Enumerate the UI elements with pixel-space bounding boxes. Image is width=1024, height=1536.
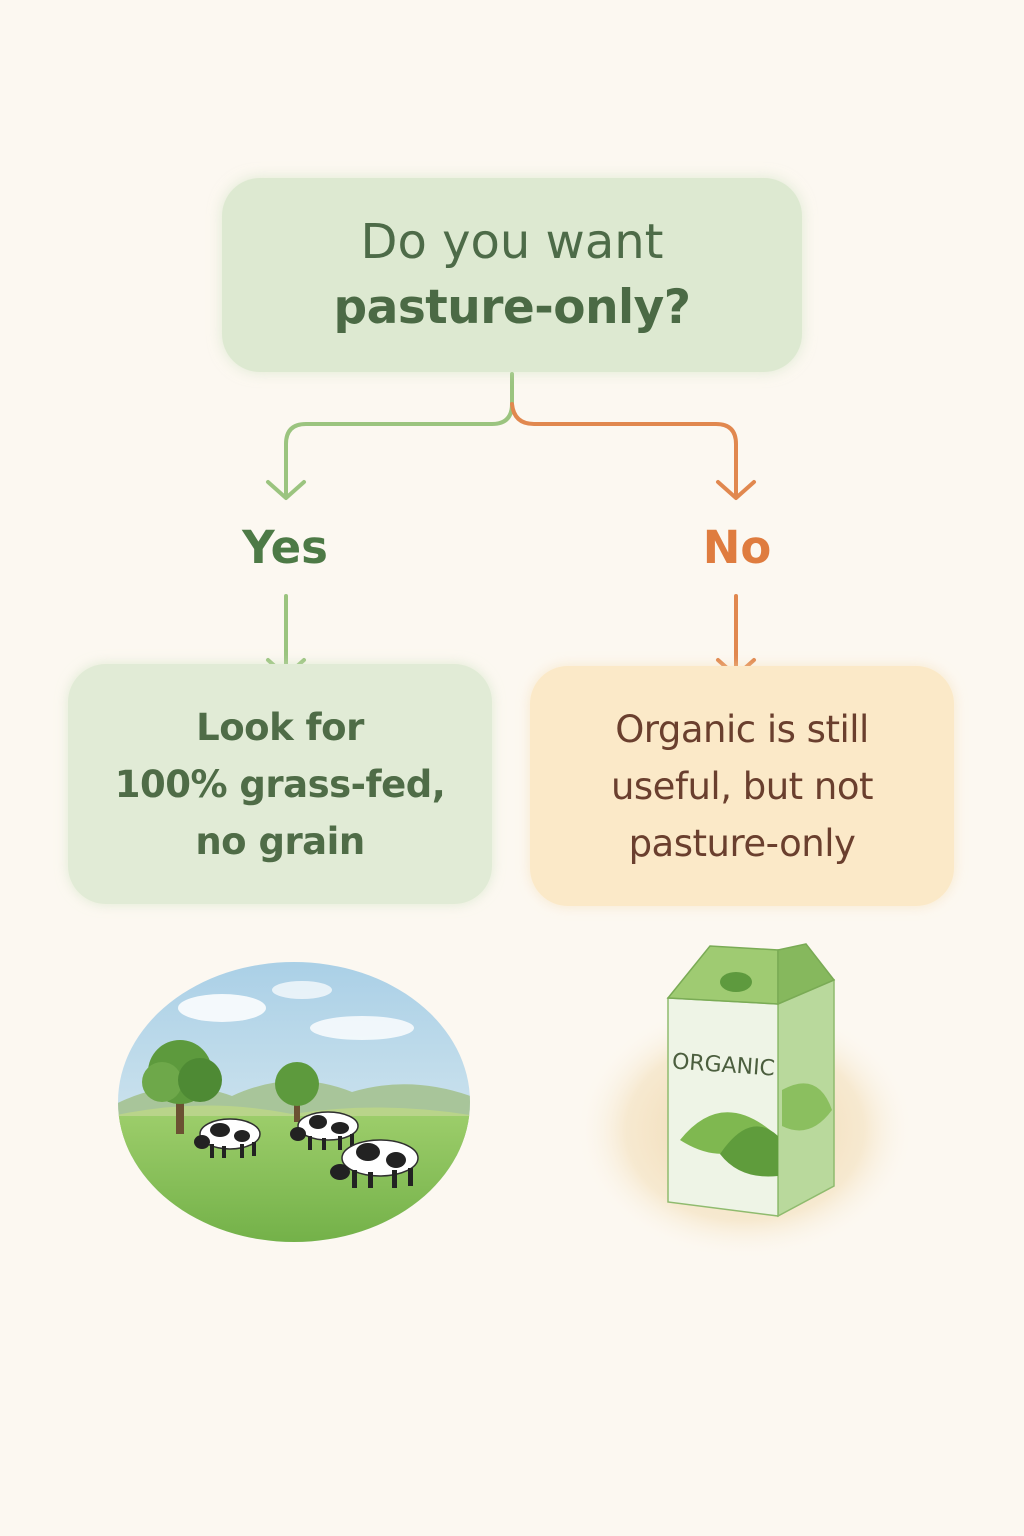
- tree-canopy: [142, 1062, 182, 1102]
- yes-label: Yes: [242, 521, 328, 574]
- tree-trunk: [176, 1088, 184, 1134]
- yes-connector-arrow: [284, 372, 514, 498]
- cow: [290, 1111, 359, 1150]
- leaf-icon: [782, 1083, 832, 1131]
- no-result-line-3: pasture-only: [628, 821, 856, 865]
- organic-milk-carton-illustration: ORGANIC: [575, 943, 915, 1260]
- cow: [194, 1118, 261, 1158]
- tree-canopy: [178, 1058, 222, 1102]
- cloud: [310, 1016, 414, 1040]
- tree-canopy: [275, 1062, 319, 1106]
- cloud: [178, 994, 266, 1022]
- grazing-cows-pasture-illustration: [118, 962, 470, 1242]
- yes-result-line-3: no grain: [195, 819, 365, 863]
- carton-top: [666, 945, 779, 1005]
- yes-connector-arrowhead: [266, 480, 306, 500]
- no-label: No: [702, 521, 772, 574]
- no-result-line-2: useful, but not: [610, 764, 874, 808]
- carton-top-side: [777, 943, 836, 1006]
- yes-result-box: Look for 100% grass-fed, no grain: [68, 664, 492, 904]
- carton-front: [667, 997, 779, 1217]
- no-result-box: Organic is still useful, but not pasture…: [530, 666, 954, 906]
- carton-cap-icon: [720, 972, 752, 992]
- cow: [330, 1139, 419, 1188]
- cloud: [272, 981, 332, 999]
- question-box: Do you want pasture-only?: [222, 178, 802, 372]
- leaf-icon: [720, 1126, 778, 1177]
- yes-result-line-1: Look for: [196, 705, 364, 749]
- no-connector-arrow: [510, 402, 738, 498]
- no-result-line-1: Organic is still: [615, 707, 869, 751]
- yes-result-line-2: 100% grass-fed,: [114, 762, 446, 806]
- question-line-2: pasture-only?: [333, 280, 691, 335]
- no-connector-arrowhead: [716, 480, 756, 500]
- tree-trunk: [294, 1094, 300, 1122]
- question-line-1: Do you want: [360, 214, 664, 270]
